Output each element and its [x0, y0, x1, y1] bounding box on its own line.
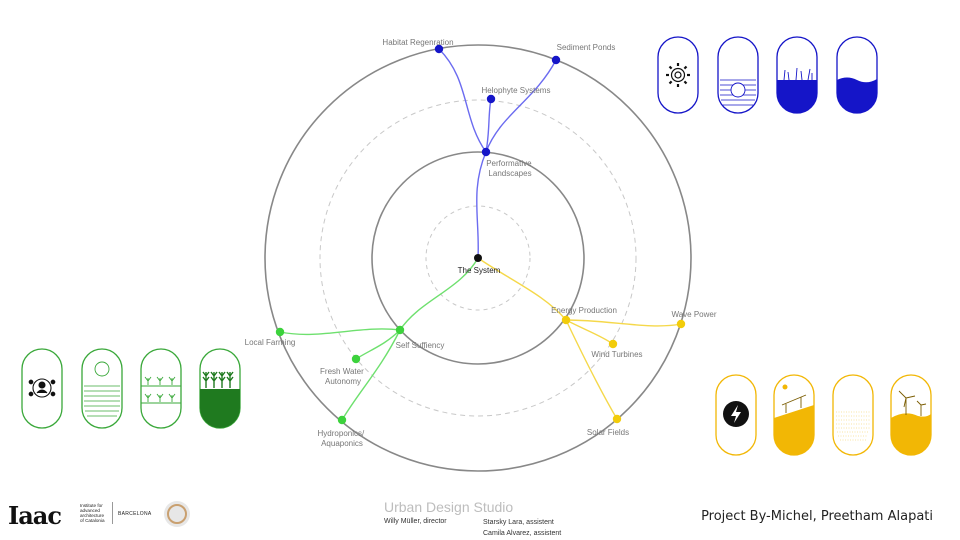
iaac-subtitle: Institute for advanced architecture of C…	[80, 503, 105, 523]
dotted-field-icon	[832, 374, 874, 456]
fresh-water-node[interactable]	[351, 354, 361, 364]
local-farming-label: Local Farming	[245, 338, 296, 347]
system-label: The System	[458, 266, 501, 275]
performative-label-line1: Performative	[486, 159, 532, 168]
person-network-icon	[21, 348, 63, 429]
wind-label: Wind Turbines	[591, 350, 642, 359]
energy-node[interactable]	[561, 315, 571, 325]
hydroponics-label: Hydroponics/ Aquaponics	[318, 429, 367, 448]
sun-waves-icon	[81, 348, 123, 429]
hydroponics-node[interactable]	[337, 415, 347, 425]
gear-icon	[657, 36, 699, 114]
link-solar	[565, 319, 618, 420]
performative-label-line2: Landscapes	[488, 169, 531, 178]
link-system-performative	[476, 151, 487, 259]
project-credit: Project By-Michel, Preetham Alapati	[701, 509, 933, 524]
performative-label: Performative Landscapes	[486, 159, 534, 178]
performative-node[interactable]	[481, 147, 491, 157]
system-node[interactable]	[474, 254, 482, 262]
link-wind	[565, 319, 614, 345]
outer-ring	[264, 44, 692, 472]
fresh-water-label: Fresh Water Autonomy	[320, 367, 366, 386]
link-system-self	[399, 257, 479, 331]
link-fresh-water	[355, 329, 401, 360]
inner-ring	[371, 151, 585, 365]
iaac-logo: Iaac	[8, 501, 62, 530]
logo-divider	[112, 502, 113, 524]
yellow-icons	[715, 374, 932, 456]
sprouts-icon	[140, 348, 182, 429]
assistant-credit-1: Starsky Lara, assistent	[483, 519, 554, 526]
middle-dashed-ring	[319, 99, 637, 417]
link-habitat	[438, 48, 487, 153]
university-seal-icon	[164, 501, 190, 527]
wave-label: Wave Power	[671, 310, 716, 319]
lightning-icon	[715, 374, 757, 456]
assistant-credit-2: Camila Alvarez, assistent	[483, 530, 562, 537]
iaac-subtitle-line2: advanced	[80, 508, 100, 513]
self-suffiency-node[interactable]	[395, 325, 405, 335]
green-links	[279, 257, 479, 421]
helophyte-node[interactable]	[486, 94, 496, 104]
water-sun-icon	[717, 36, 759, 114]
link-local-farming	[279, 328, 401, 336]
iaac-subtitle-line1: Institute for	[80, 503, 103, 508]
local-farming-node[interactable]	[275, 327, 285, 337]
hydroponics-label-line2: Aquaponics	[321, 439, 363, 448]
sediment-node[interactable]	[551, 55, 561, 65]
iaac-subtitle-line3: architecture	[80, 513, 105, 518]
sediment-label: Sediment Ponds	[557, 43, 616, 52]
solar-label: Solar Fields	[587, 428, 629, 437]
wind-node[interactable]	[608, 339, 618, 349]
green-icons	[21, 348, 241, 429]
blue-icons	[657, 36, 878, 114]
wave-node[interactable]	[676, 319, 686, 329]
link-hydroponics	[341, 329, 401, 421]
barcelona-label: BARCELONA	[118, 511, 152, 517]
iaac-subtitle-line4: of Catalonia	[80, 518, 105, 523]
self-suffiency-label: Self Suffiency	[396, 341, 445, 350]
habitat-node[interactable]	[434, 44, 444, 54]
hydroponics-label-line1: Hydroponics/	[318, 429, 365, 438]
core-dashed-ring	[425, 205, 531, 311]
solar-node[interactable]	[612, 414, 622, 424]
link-wave	[565, 319, 682, 327]
helophyte-label: Helophyte Systems	[482, 86, 551, 95]
blue-links	[438, 48, 557, 259]
fresh-water-label-line2: Autonomy	[325, 377, 361, 386]
yellow-links	[477, 257, 682, 420]
studio-title: Urban Design Studio	[384, 499, 514, 515]
link-sediment	[485, 59, 557, 153]
fresh-water-label-line1: Fresh Water	[320, 367, 364, 376]
director-credit: Willy Müller, director	[384, 518, 447, 525]
energy-label: Energy Production	[551, 306, 617, 315]
habitat-label: Habitat Regenration	[382, 38, 453, 47]
link-system-energy	[477, 257, 567, 321]
